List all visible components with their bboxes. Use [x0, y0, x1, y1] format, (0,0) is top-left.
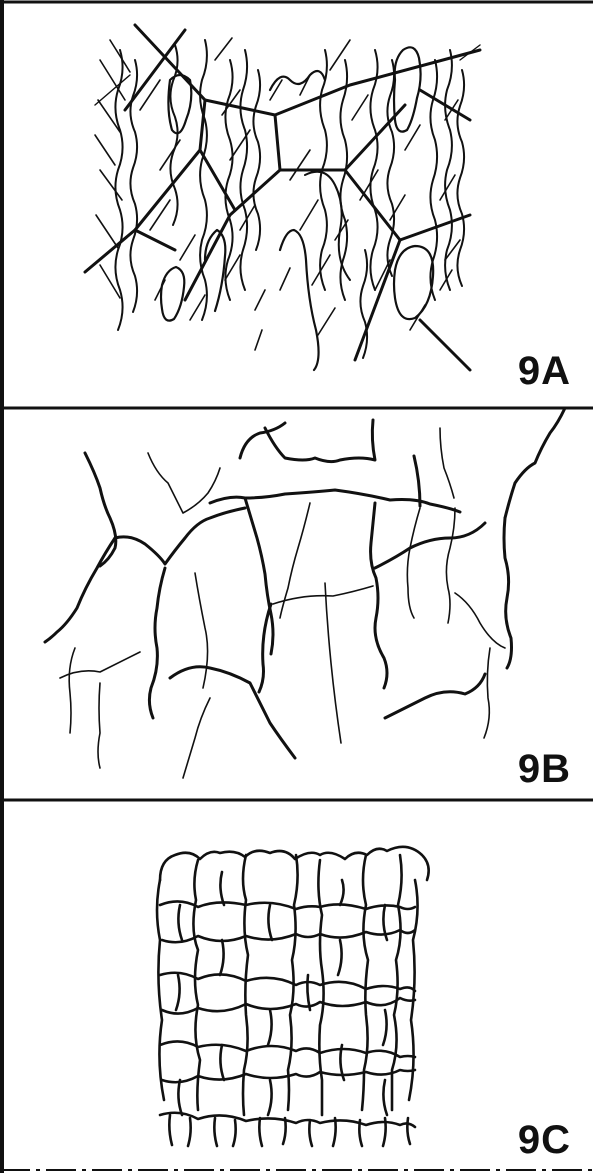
panel-label-9a: 9A — [518, 349, 571, 394]
cell-network — [157, 847, 429, 1146]
wavy-strands — [115, 40, 464, 358]
bold-boundaries — [45, 408, 565, 758]
panel-label-9b: 9B — [518, 747, 571, 792]
panel-9b: 9B — [0, 408, 593, 800]
fine-boundaries — [60, 428, 505, 778]
panel-9c: 9C — [0, 800, 593, 1173]
panel-9c-drawing — [0, 800, 593, 1173]
panel-9a-drawing — [0, 0, 593, 408]
panel-9a: 9A — [0, 0, 593, 408]
panel-9b-drawing — [0, 408, 593, 800]
panel-label-9c: 9C — [518, 1118, 571, 1163]
hatch-lines — [95, 38, 460, 350]
